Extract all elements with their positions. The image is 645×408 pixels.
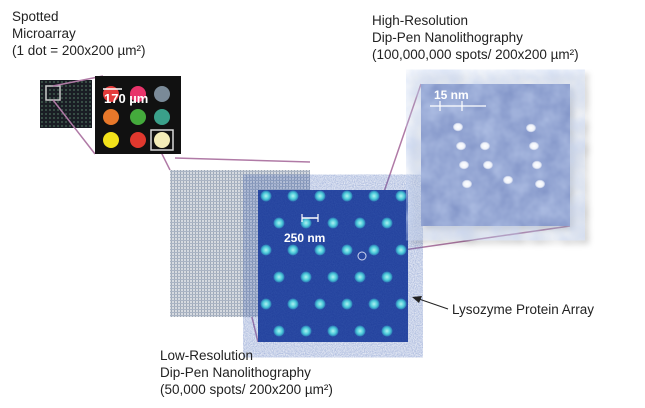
- protein-spot: [381, 271, 393, 283]
- protein-spot: [300, 271, 312, 283]
- microarray-thumbnail: [40, 80, 92, 128]
- high-res-scale-label: 15 nm: [434, 88, 469, 102]
- microarray-dot: [130, 132, 146, 148]
- protein-spot: [341, 244, 353, 256]
- protein-spot: [287, 298, 299, 310]
- nano-spot: [456, 141, 466, 151]
- protein-spot: [273, 325, 285, 337]
- protein-spot: [381, 325, 393, 337]
- protein-spot: [368, 190, 380, 202]
- microarray-scale-label: 170 µm: [104, 91, 149, 106]
- nano-spot: [503, 175, 513, 185]
- protein-spot: [381, 217, 393, 229]
- protein-spot: [341, 190, 353, 202]
- microarray-dot: [130, 86, 146, 102]
- lysozyme-arrow: [412, 296, 449, 310]
- spotted-title: Spotted: [12, 9, 59, 24]
- microarray-zoom: [95, 76, 181, 154]
- protein-spot: [287, 244, 299, 256]
- low-res-subtitle: Dip-Pen Nanolithography: [160, 365, 311, 380]
- protein-spot: [341, 298, 353, 310]
- high-res-label: High-Resolution Dip-Pen Nanolithography …: [372, 12, 579, 63]
- zoom-marker: [357, 251, 367, 261]
- nano-spot: [535, 179, 545, 189]
- lysozyme-label-text: Lysozyme Protein Array: [452, 302, 595, 317]
- spotted-density: (1 dot = 200x200 µm²): [12, 43, 146, 58]
- high-res-title: High-Resolution: [372, 13, 469, 28]
- protein-spot: [395, 244, 407, 256]
- low-res-scale-label: 250 nm: [284, 231, 326, 245]
- protein-spot: [354, 325, 366, 337]
- protein-spot: [395, 190, 407, 202]
- nano-spot: [483, 160, 493, 170]
- lysozyme-label: Lysozyme Protein Array: [452, 301, 594, 318]
- protein-spot: [327, 217, 339, 229]
- spotted-microarray-label: Spotted Microarray (1 dot = 200x200 µm²): [12, 8, 145, 59]
- protein-spot: [354, 217, 366, 229]
- nano-spot: [459, 160, 469, 170]
- low-res-density: (50,000 spots/ 200x200 µm²): [160, 382, 333, 397]
- microarray-dot: [154, 86, 170, 102]
- protein-spot: [273, 217, 285, 229]
- protein-spot: [300, 217, 312, 229]
- low-res-label: Low-Resolution Dip-Pen Nanolithography (…: [160, 347, 333, 398]
- spotted-subtitle: Microarray: [12, 26, 76, 41]
- nano-spot: [529, 141, 539, 151]
- protein-spot: [300, 325, 312, 337]
- protein-spot: [368, 244, 380, 256]
- microarray-dots: [103, 86, 170, 148]
- high-res-subtitle: Dip-Pen Nanolithography: [372, 30, 523, 45]
- lysozyme-array-image: [258, 190, 408, 342]
- nano-spot: [532, 160, 542, 170]
- protein-spot: [314, 190, 326, 202]
- protein-spot: [327, 271, 339, 283]
- high-res-image: [421, 84, 570, 226]
- nano-spot: [462, 179, 472, 189]
- protein-spots: [260, 190, 407, 337]
- protein-spot: [327, 325, 339, 337]
- microarray-dot: [130, 109, 146, 125]
- protein-spot: [354, 271, 366, 283]
- protein-spot: [314, 244, 326, 256]
- microarray-dot: [103, 132, 119, 148]
- protein-spot: [314, 298, 326, 310]
- protein-spot: [260, 244, 272, 256]
- high-res-density: (100,000,000 spots/ 200x200 µm²): [372, 47, 579, 62]
- protein-spot: [395, 298, 407, 310]
- nano-spot: [480, 141, 490, 151]
- protein-spot: [260, 190, 272, 202]
- protein-spot: [287, 190, 299, 202]
- microarray-dot: [103, 86, 119, 102]
- protein-spot: [273, 271, 285, 283]
- microarray-dot: [154, 132, 170, 148]
- microarray-dot: [103, 109, 119, 125]
- microarray-dot: [154, 109, 170, 125]
- nano-spot: [526, 123, 536, 133]
- nano-spot: [453, 122, 463, 132]
- protein-spot: [260, 298, 272, 310]
- protein-spot: [368, 298, 380, 310]
- low-res-title: Low-Resolution: [160, 348, 254, 363]
